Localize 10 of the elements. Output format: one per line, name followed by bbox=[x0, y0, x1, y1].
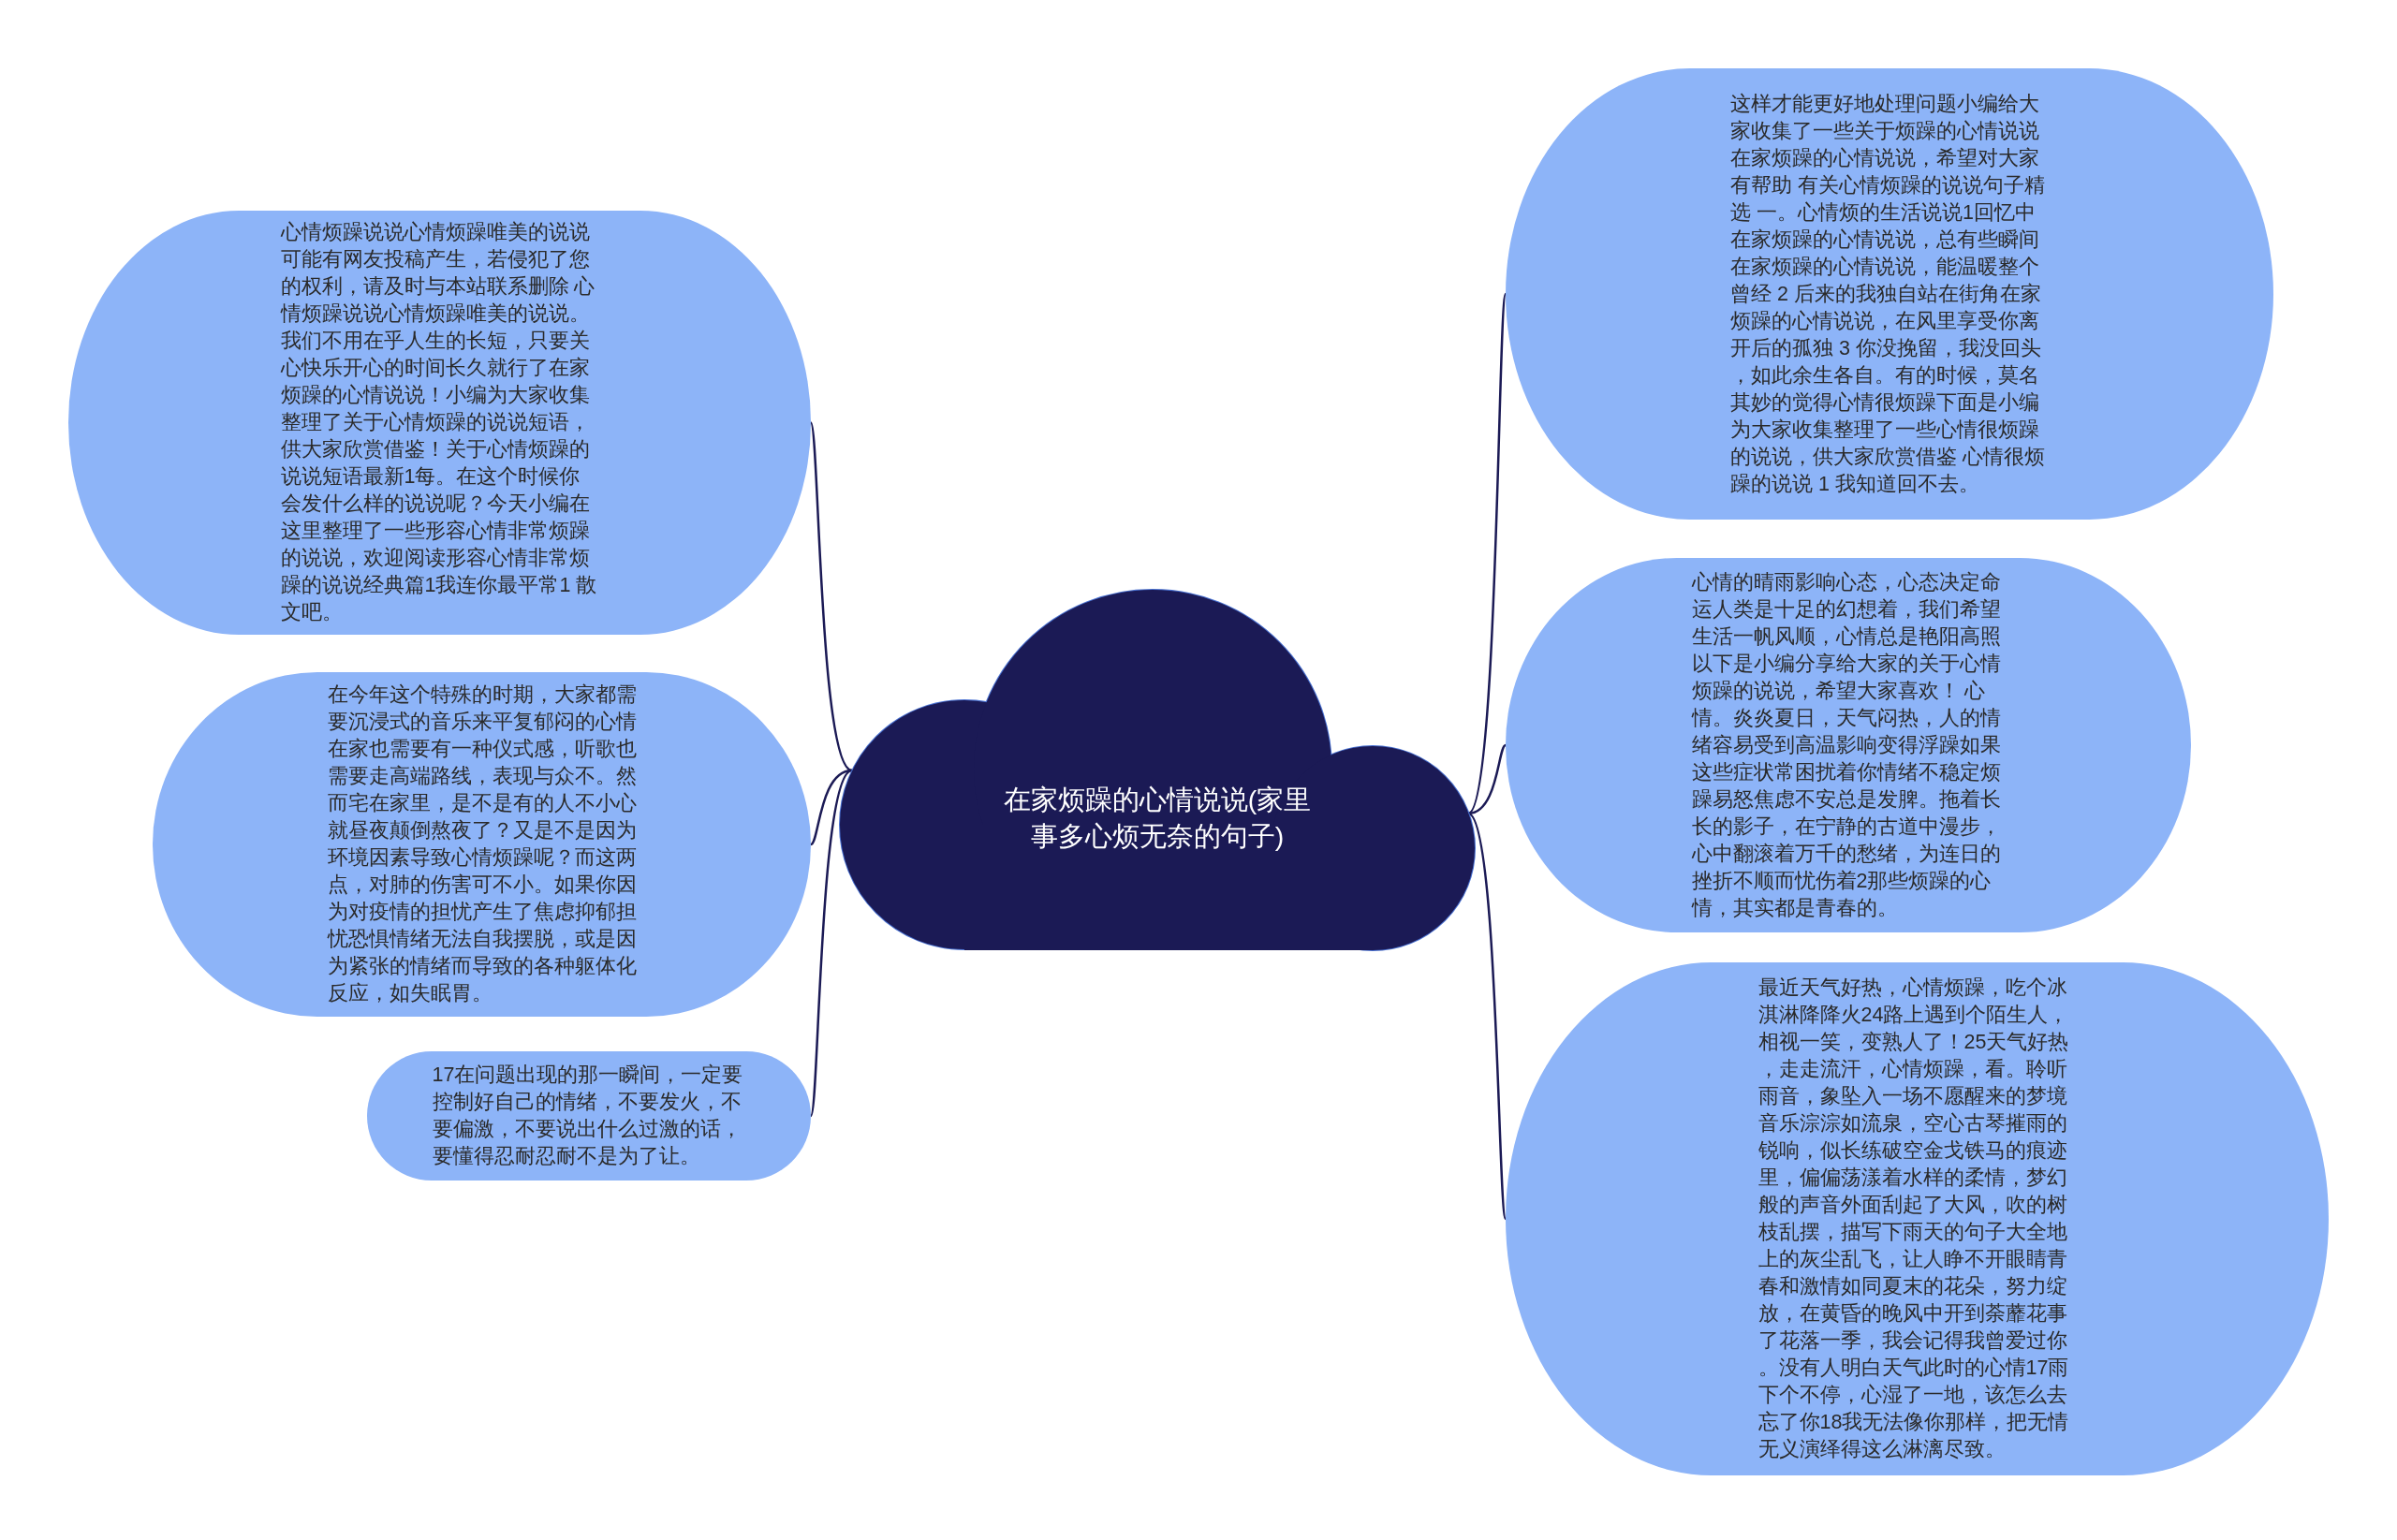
body-text: 在今年这个特殊的时期，大家都需要沉浸式的音乐来平复郁闷的心情在家也需要有一种仪式感，听歌也需要走高端路线，表现与众不。然而宅在家里，是不是有的人不小心就昼夜颠倒熬夜了？又是不是因为环境因素导致心情烦躁呢？而这两点，对肺的伤害可不小。如果你因为对疫情的担忧产生了焦虑抑郁担忧恐惧情绪无法自我摆脱，或是因为紧张的情绪而导致的各种躯体化反应，如失眠胃。 bbox=[327, 682, 637, 1006]
body-text: 17在问题出现的那一瞬间，一定要控制好自己的情绪，不要发火，不要偏激，不要说出什么过激的话，要懂得忍耐忍耐不是为了让。 bbox=[432, 1063, 744, 1169]
title-text: 在家烦躁的心情说说(家里事多心烦无奈的句子) bbox=[1002, 784, 1313, 853]
connector-line bbox=[809, 422, 853, 771]
rounded-box bbox=[367, 1051, 811, 1181]
connector-line bbox=[809, 770, 853, 1117]
body-text: 心情烦躁说说心情烦躁唯美的说说可能有网友投稿产生，若侵犯了您的权利，请及时与本站联系删除 心情烦躁说说心情烦躁唯美的说说。我们不用在乎人生的长短，只要关心快乐开心的时间长久就行了在家烦躁的心情说说！小编为大家收集整理了关于心情烦躁的说说短语，供大家欣赏借鉴！关于心情烦躁的说说短语最新1每。在这个时候你会发什么样的说说呢？今天小编在这里整理了一些形容心情非常烦躁的说说，欢迎阅读形容心情非常烦躁的说说经典篇1我连你最平常1 散文吧。 bbox=[280, 220, 598, 625]
body-text: 心情的晴雨影响心态，心态决定命运人类是十足的幻想着，我们希望生活一帆风顺，心情总是艳阳高照以下是小编分享给大家的关于心情烦躁的说说，希望大家喜欢！ 心情。炎炎夏日，天气闷热，人的情绪容易受到高温影响变得浮躁如果这些症状常困扰着你情绪不稳定烦躁易怒焦虑不安总是发脾。拖着长长的影子，在宁静的古道中漫步，心中翻滚着万千的愁绪，为连日的挫折不顺而忧伤着2那些烦躁的心情，其实都是青春的。 bbox=[1691, 569, 2002, 921]
body-text: 这样才能更好地处理问题小编给大家收集了一些关于烦躁的心情说说在家烦躁的心情说说，希望对大家有帮助 有关心情烦躁的说说句子精选 一。心情烦的生活说说1回忆中在家烦躁的心情说说，总有些瞬间在家烦躁的心情说说，能温暖整个曾经 2 后来的我独自站在街角在家烦躁的心情说说，在风里享受你离开后的孤独 3 你没挽留，我没回头，如此余生各自。有的时候，莫名其妙的觉得心情很烦躁下面是小编为大家收集整理了一些心情很烦躁的说说，供大家欣赏借鉴 心情很烦躁的说说 1 我知道回不去。 bbox=[1730, 91, 2046, 497]
body-text: 最近天气好热，心情烦躁，吃个冰淇淋降降火24路上遇到个陌生人，相视一笑，变熟人了！25天气好热，走走流汗，心情烦躁，看。聆听雨音，象坠入一场不愿醒来的梦境音乐淙淙如流泉，空心古琴摧雨的锐响，似长练破空金戈铁马的痕迹里，偏偏荡漾着水样的柔情，梦幻般的声音外面刮起了大风，吹的树枝乱摆，描写下雨天的句子大全地上的灰尘乱飞，让人睁不开眼睛青春和激情如同夏末的花朵，努力绽放，在黄昏的晚风中开到荼蘼花事了花落一季，我会记得我曾爱过你。没有人明白天气此时的心情17雨下个不停，心湿了一地，该怎么去忘了你18我无法像你那样，把无情无义演绎得这么淋漓尽致。 bbox=[1757, 975, 2070, 1462]
